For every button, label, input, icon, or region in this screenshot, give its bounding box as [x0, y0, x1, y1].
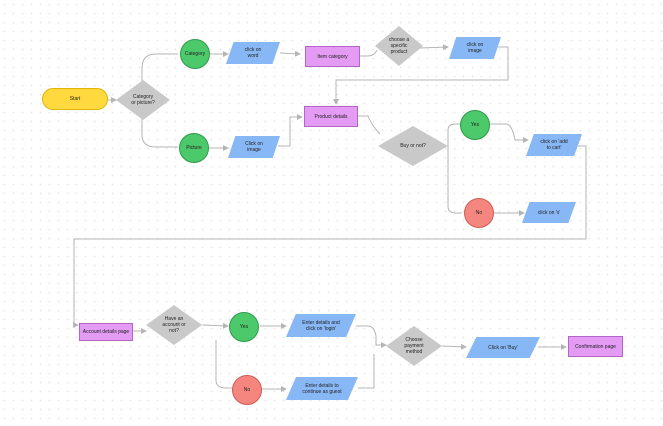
picture-node: Picture	[179, 133, 209, 163]
action-click-on-word-label: click on word	[244, 47, 262, 59]
action-add-to-cart-label: click on 'add to cart'	[540, 139, 568, 151]
connector-buy-to-yes	[447, 123, 460, 146]
connector-have-to-no	[215, 340, 232, 389]
confirmation-page-label: Confirmation page	[575, 343, 616, 350]
product-details-page: Product details	[304, 106, 358, 127]
connector-yes-to-cart	[490, 123, 529, 143]
decision-buy-or-not-label: Buy or not?	[400, 143, 426, 149]
decision-choose-product-label: choose a specific product	[388, 37, 410, 55]
connector-word-to-item	[279, 50, 301, 57]
category-node: Category	[180, 39, 210, 69]
decision-category-or-picture: Category or picture?	[116, 80, 170, 120]
connector-payment-to-buy	[441, 343, 467, 350]
connector-login-to-payment	[356, 325, 387, 348]
no-node-2: No	[232, 375, 262, 405]
start-node: Start	[42, 88, 108, 110]
account-details-page-label: Account details page	[82, 329, 130, 335]
action-click-on-buy-label: Click on 'Buy'	[488, 344, 518, 351]
action-click-on-x-label: click on 'x'	[537, 209, 561, 216]
yes-node-2: Yes	[229, 312, 259, 342]
no-node-2-label: No	[243, 387, 251, 393]
item-category-page-label: Item category	[317, 53, 348, 60]
connector-choose-to-image	[419, 44, 449, 51]
decision-choose-product: choose a specific product	[375, 26, 423, 66]
action-enter-details-guest: Enter details to continue as guest	[286, 377, 358, 400]
connector-image-to-product	[333, 46, 509, 105]
item-category-page: Item category	[305, 46, 360, 67]
no-node-1-label: No	[475, 210, 483, 216]
connector-decision-to-picture	[141, 118, 178, 148]
connector-decision-to-category	[141, 53, 178, 82]
yes-node-1-label: Yes	[470, 122, 480, 128]
decision-have-account-label: Have an account or not?	[162, 316, 186, 334]
action-click-on-x: click on 'x'	[522, 202, 576, 223]
yes-node-1: Yes	[460, 110, 490, 140]
decision-choose-payment-label: Choose payment method	[404, 337, 424, 355]
action-add-to-cart: click on 'add to cart'	[526, 134, 582, 156]
connector-product-to-buy	[358, 115, 381, 135]
action-enter-details-login-label: Enter details and click on 'login'	[302, 319, 340, 332]
decision-category-or-picture-label: Category or picture?	[131, 94, 155, 106]
action-enter-details-login: Enter details and click on 'login'	[286, 314, 356, 337]
confirmation-page: Confirmation page	[568, 336, 623, 357]
picture-node-label: Picture	[186, 145, 202, 151]
action-click-on-buy: Click on 'Buy'	[466, 337, 540, 358]
account-details-page: Account details page	[79, 323, 133, 341]
action-click-on-image-2-label: click on image	[466, 42, 484, 54]
action-click-on-image-1: Click on image	[228, 136, 280, 158]
product-details-page-label: Product details	[314, 113, 348, 120]
decision-choose-payment: Choose payment method	[386, 326, 442, 366]
action-click-on-image-2: click on image	[449, 37, 501, 59]
connector-click-to-product	[278, 114, 303, 147]
no-node-1: No	[464, 198, 494, 228]
connector-buy-to-no	[447, 146, 462, 214]
decision-buy-or-not: Buy or not?	[378, 126, 448, 166]
action-click-on-word: click on word	[226, 42, 280, 64]
connector-cart-to-account	[73, 145, 587, 328]
action-enter-details-guest-label: Enter details to continue as guest	[302, 382, 342, 395]
start-node-label: Start	[69, 96, 81, 102]
yes-node-2-label: Yes	[239, 324, 249, 330]
connector-have-to-yes	[201, 322, 229, 329]
decision-have-account: Have an account or not?	[146, 305, 202, 345]
connector-guest-to-payment	[358, 354, 375, 389]
category-node-label: Category	[184, 51, 206, 57]
action-click-on-image-1-label: Click on image	[245, 141, 263, 153]
